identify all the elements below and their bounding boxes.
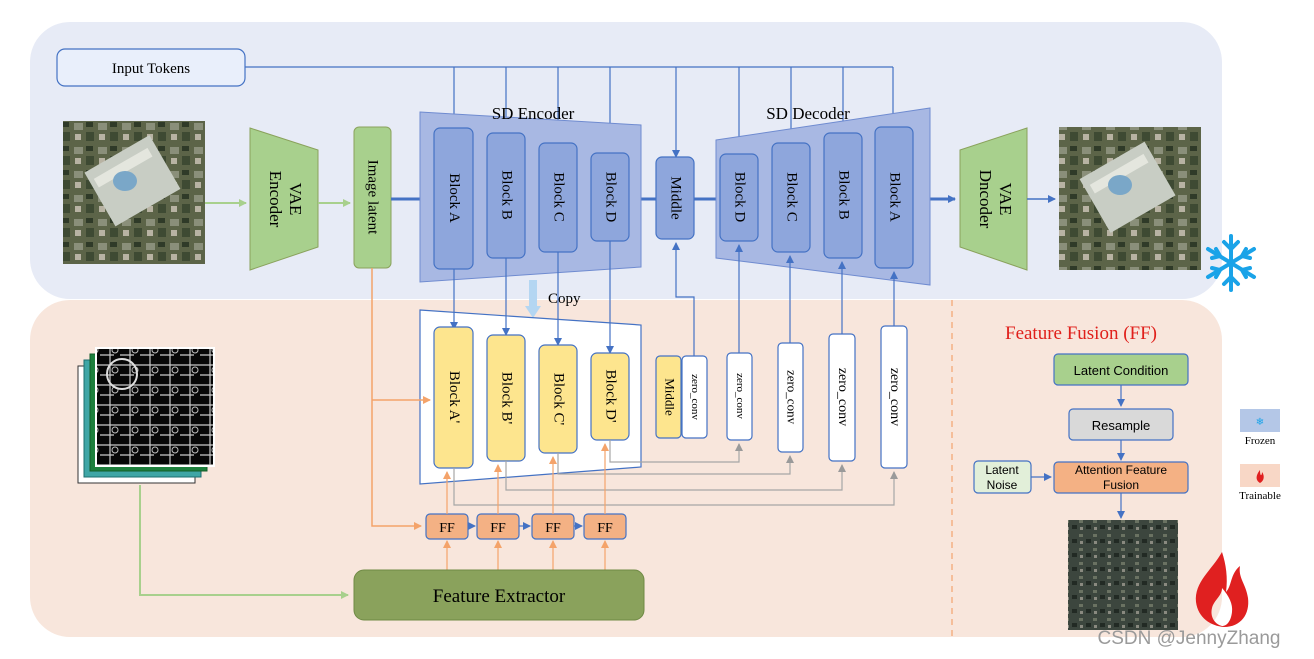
svg-text:Block C: Block C	[784, 172, 800, 222]
legend-trainable-label: Trainable	[1239, 490, 1281, 502]
image-latent-label: Image latent	[365, 160, 381, 235]
svg-text:Block B: Block B	[499, 170, 515, 220]
ff-boxes: FF FF FF FF	[425, 513, 627, 540]
svg-text:Block C: Block C	[551, 172, 567, 222]
token-to-control-lines	[450, 241, 614, 354]
copy-arrow	[525, 280, 541, 318]
legend-frozen-label: Frozen	[1245, 435, 1276, 447]
attention-ff-line1: Attention Feature	[1075, 463, 1167, 477]
copy-label: Copy	[548, 291, 581, 307]
sd-decoder-blocks: Block D Block C Block B Block A	[719, 126, 914, 269]
flame-icon	[1195, 552, 1249, 627]
decoder-block-b	[823, 132, 863, 259]
decoder-block-d	[719, 153, 759, 242]
svg-text:zero_conv: zero_conv	[887, 368, 902, 426]
middle-label: Middle	[668, 176, 684, 220]
feature-extractor-label: Feature Extractor	[433, 586, 566, 607]
ff-section-title: Feature Fusion (FF)	[1005, 323, 1157, 344]
zero-conv-middle-label: zero_conv	[689, 374, 701, 420]
decoder-block-c	[771, 142, 811, 253]
vae-decoder	[959, 127, 1028, 271]
svg-text:FF: FF	[439, 521, 455, 536]
control-middle-block	[655, 355, 682, 439]
svg-text:VAE: VAE	[996, 183, 1015, 216]
sd-encoder-trapezoid	[419, 111, 642, 283]
skip-connections	[453, 440, 898, 506]
snowflake-icon	[1206, 234, 1256, 292]
resample-label: Resample	[1092, 418, 1151, 433]
attention-ff-line2: Fusion	[1103, 478, 1139, 492]
sd-encoder-title: SD Encoder	[492, 104, 575, 123]
sd-encoder-blocks: Block A Block B Block C Block D	[433, 127, 630, 270]
svg-text:Encoder: Encoder	[266, 171, 285, 228]
svg-text:zero_conv: zero_conv	[835, 368, 850, 426]
svg-text:Block D: Block D	[732, 172, 748, 223]
svg-text:Block C': Block C'	[551, 373, 567, 426]
edge-map-stack	[77, 347, 215, 484]
ff-to-control-arrows	[443, 443, 609, 570]
svg-text:zero_conv: zero_conv	[734, 373, 746, 419]
control-encoder-trapezoid	[419, 309, 642, 485]
input-tokens-box	[56, 48, 246, 87]
svg-text:Block B': Block B'	[499, 372, 515, 425]
svg-text:Block A: Block A	[446, 173, 462, 223]
legend-frozen-swatch	[1240, 409, 1280, 432]
svg-text:FF: FF	[597, 521, 613, 536]
legend-trainable-flame-icon	[1256, 470, 1264, 483]
input-aerial-image	[63, 121, 205, 264]
svg-text:FF: FF	[545, 521, 561, 536]
svg-text:Block D: Block D	[603, 172, 619, 223]
svg-text:VAE: VAE	[286, 183, 305, 216]
vae-encoder	[249, 127, 319, 271]
output-aerial-image	[1059, 127, 1201, 270]
svg-text:Block A: Block A	[887, 172, 903, 222]
zero-conv-to-decoder-lines	[672, 242, 898, 356]
svg-text:Block A': Block A'	[446, 371, 462, 424]
decoder-block-a	[874, 126, 914, 269]
vae-encoder-label: VAE Encoder	[266, 171, 305, 228]
control-blocks: Block A' Block B' Block C' Block D'	[433, 326, 630, 469]
svg-text:Dncoder: Dncoder	[976, 170, 995, 229]
fused-latent-image	[1068, 520, 1178, 630]
svg-text:Block D': Block D'	[603, 369, 619, 422]
edge-to-extractor-arrow	[139, 485, 349, 599]
latent-condition-label: Latent Condition	[1074, 363, 1169, 378]
svg-text:zero_conv: zero_conv	[785, 370, 800, 425]
latent-to-ff-lines	[371, 268, 431, 530]
control-middle-label: Middle	[663, 378, 678, 416]
input-tokens-label: Input Tokens	[112, 61, 190, 77]
feature-extractor-box	[353, 569, 645, 621]
middle-block	[655, 156, 695, 240]
svg-text:Block B: Block B	[836, 170, 852, 220]
watermark: CSDN @JennyZhang	[1098, 628, 1281, 649]
legend-frozen-snowflake-icon: ❄	[1256, 417, 1264, 428]
vae-decoder-label: VAE Dncoder	[976, 170, 1015, 229]
svg-text:FF: FF	[490, 521, 506, 536]
latent-noise-line2: Noise	[987, 478, 1018, 492]
sd-decoder-title: SD Decoder	[766, 104, 850, 123]
latent-noise-line1: Latent	[985, 463, 1019, 477]
